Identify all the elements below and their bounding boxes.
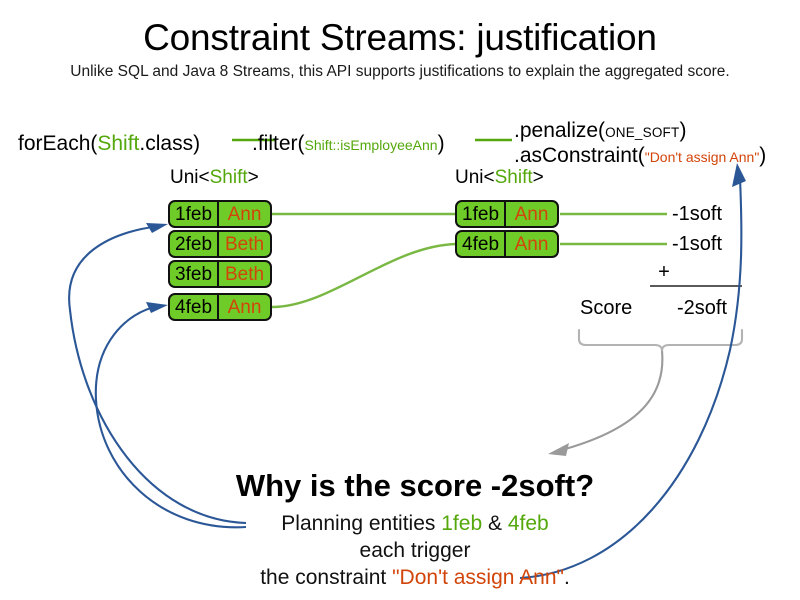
table-row[interactable]: 1feb Ann [455,200,559,228]
code-foreach-tail: .class) [139,132,201,155]
tuple-employee: Ann [514,233,549,255]
score-explanation-arrow [553,350,664,454]
tuple-date: 4feb [170,295,220,319]
explanation-line-3-suffix: . [563,566,570,589]
explanation-line-3: the constraint "Don't assign Ann". [0,565,800,591]
explanation-line-2: each trigger [359,539,471,562]
explanation-line-1-prefix: Planning entities [281,512,442,535]
code-penalize-tail: ) [679,119,687,142]
explanation-entity-4feb: 4feb [507,512,549,535]
explanation-line-1: Planning entities 1feb & 4feb [0,511,800,537]
score-total: -2soft [676,297,728,319]
tuple-employee: Ann [514,203,549,225]
tuple-date: 1feb [170,202,220,226]
explanation-line-3-prefix: the constraint [260,566,393,589]
uni-right-type: Shift [494,167,533,188]
code-penalize-call: .penalize( [514,119,606,142]
score-brace [577,328,744,352]
uni-left-suffix: > [247,167,259,188]
uni-right-suffix: > [532,167,544,188]
tuple-date: 3feb [170,262,220,286]
tuple-employee: Ann [227,296,262,318]
code-asconstraint-name: "Don't assign Ann" [644,149,760,165]
code-foreach: forEach(Shift.class) [18,131,200,157]
table-row[interactable]: 4feb Ann [168,293,272,321]
explanation-constraint-name: "Don't assign Ann" [392,566,564,589]
table-row[interactable]: 2feb Beth [168,230,272,258]
code-foreach-call: forEach( [18,132,98,155]
code-foreach-type: Shift [97,132,140,155]
uni-left-prefix: Uni< [170,167,210,188]
explanation-line-1-conjunction: & [482,512,508,535]
score-label: Score [580,297,633,319]
tuple-employee: Beth [224,263,265,285]
code-penalize-weight: ONE_SOFT [605,125,680,140]
score-operator: + [658,261,670,283]
code-filter-tail: ) [437,132,445,155]
code-asconstraint: .asConstraint("Don't assign Ann") [514,143,766,170]
uni-label-left: Uni<Shift> [170,167,259,189]
penalty-value-2: -1soft [672,233,723,255]
tuple-date: 1feb [457,202,507,226]
explanation-entity-1feb: 1feb [441,512,483,535]
uni-left-type: Shift [209,167,248,188]
code-filter-call: .filter( [252,132,305,155]
code-asconstraint-tail: ) [759,144,767,167]
page-title: Constraint Streams: justification [143,17,657,58]
tuple-employee: Ann [227,203,262,225]
table-row[interactable]: 3feb Beth [168,260,272,288]
justification-arrow-1feb-head [146,223,168,233]
page-subtitle: Unlike SQL and Java 8 Streams, this API … [70,63,730,80]
tuple-date: 4feb [457,232,507,256]
tuple-connector-4feb [271,242,457,309]
uni-right-prefix: Uni< [455,167,495,188]
code-filter: .filter(Shift::isEmployeeAnn) [252,131,445,158]
tuple-date: 2feb [170,232,220,256]
score-explanation-arrowhead [548,443,569,456]
code-asconstraint-call: .asConstraint( [514,144,645,167]
code-penalize: .penalize(ONE_SOFT) [514,118,686,146]
tuple-employee: Beth [224,233,265,255]
uni-label-right: Uni<Shift> [455,167,544,189]
justification-arrow-4feb-head [146,302,168,313]
code-filter-ref: Shift::isEmployeeAnn [304,137,438,153]
table-row[interactable]: 1feb Ann [168,200,272,228]
explanation-heading: Why is the score -2soft? [235,468,595,503]
penalty-value-1: -1soft [672,203,723,225]
table-row[interactable]: 4feb Ann [455,230,559,258]
